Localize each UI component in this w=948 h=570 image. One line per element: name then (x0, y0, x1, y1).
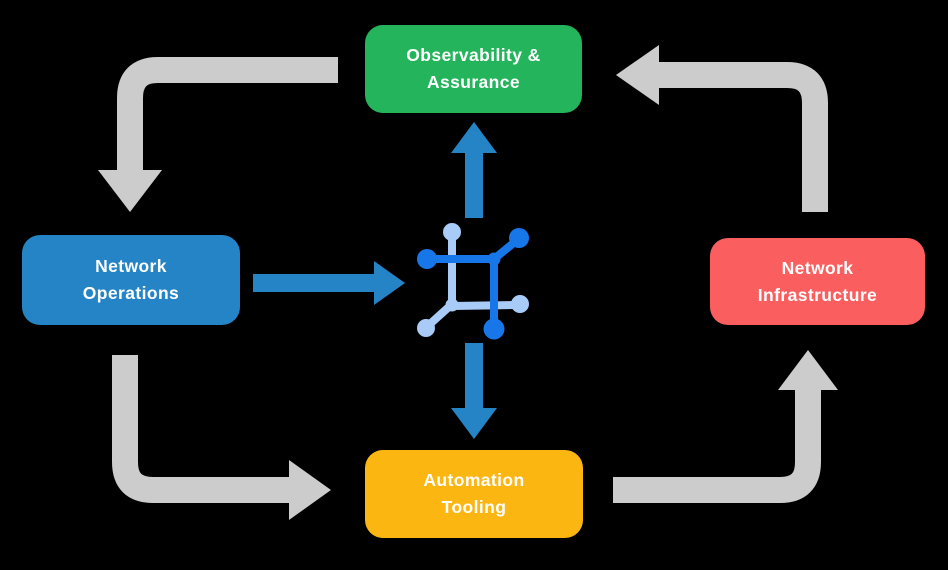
node-network-operations: Network Operations (22, 235, 240, 325)
node-network-operations-label: Network Operations (82, 256, 180, 303)
node-network-infrastructure: Network Infrastructure (710, 238, 925, 325)
arrow-operations-to-tooling (112, 355, 331, 520)
arrow-center-to-observability (451, 122, 497, 218)
node-network-infrastructure-label: Network Infrastructure (757, 257, 878, 305)
arrow-center-to-tooling (451, 343, 497, 439)
node-observability-assurance-label: Observability & Assurance (406, 45, 541, 92)
arrow-tooling-to-infrastructure (613, 350, 838, 503)
arrow-observability-to-operations (98, 57, 338, 212)
arrow-operations-to-center (253, 261, 405, 305)
node-automation-tooling: Automation Tooling (365, 450, 583, 538)
node-observability-assurance: Observability & Assurance (365, 25, 582, 113)
network-automation-icon (417, 223, 529, 340)
node-automation-tooling-label: Automation Tooling (423, 470, 525, 517)
arrow-infrastructure-to-observability (616, 45, 828, 212)
